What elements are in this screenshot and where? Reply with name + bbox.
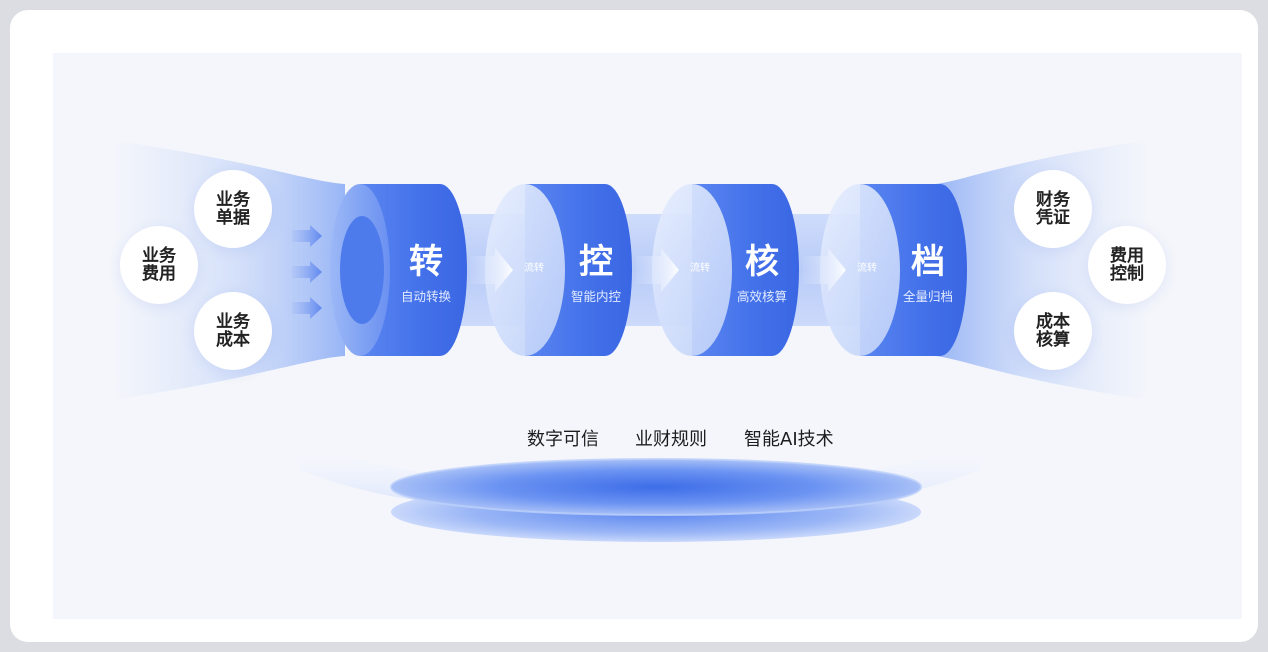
foundation-item-3: 智能AI技术 xyxy=(744,429,834,450)
stage-3-title: 核 xyxy=(745,242,779,282)
left-input-1: 业务单据 xyxy=(194,170,272,248)
right-output-2-label: 费用控制 xyxy=(1110,246,1144,284)
input-arrows xyxy=(292,225,322,319)
cylinder-3 xyxy=(652,184,799,356)
left-input-3-label: 业务成本 xyxy=(216,312,250,350)
right-output-3-label: 成本核算 xyxy=(1036,312,1070,350)
cylinder-1 xyxy=(330,184,467,356)
left-funnel xyxy=(110,140,345,400)
flow-label-3: 流转 xyxy=(857,263,877,274)
left-input-1-label: 业务单据 xyxy=(216,190,250,228)
foundation-disc-top xyxy=(391,459,921,515)
foundation-disc-rim xyxy=(390,458,922,516)
flow-label-1: 流转 xyxy=(524,263,544,274)
left-input-2-label: 业务费用 xyxy=(142,246,176,284)
left-input-3: 业务成本 xyxy=(194,292,272,370)
flow-label-2: 流转 xyxy=(690,263,710,274)
foundation-item-2: 业财规则 xyxy=(635,429,707,450)
cylinder-2 xyxy=(485,184,632,356)
flow-arrow-2 xyxy=(636,248,679,292)
right-output-1-label: 财务凭证 xyxy=(1036,190,1070,228)
right-output-3: 成本核算 xyxy=(1014,292,1092,370)
stage-2-subtitle: 智能内控 xyxy=(570,289,621,304)
flow-arrow-3 xyxy=(803,248,846,292)
flow-arrow-1 xyxy=(470,248,513,292)
stage-1-subtitle: 自动转换 xyxy=(400,289,451,304)
cylinder-4 xyxy=(820,184,967,356)
input-arrow-3 xyxy=(292,297,322,319)
input-arrow-2 xyxy=(292,261,322,283)
foundation-item-1: 数字可信 xyxy=(527,429,599,450)
right-output-2: 费用控制 xyxy=(1088,226,1166,304)
stage-4-subtitle: 全量归档 xyxy=(902,289,953,304)
right-funnel xyxy=(935,140,1150,400)
stage-2-title: 控 xyxy=(579,242,613,282)
stage-3-subtitle: 高效核算 xyxy=(736,289,787,304)
input-arrow-1 xyxy=(292,225,322,247)
left-input-2: 业务费用 xyxy=(120,226,198,304)
right-output-1: 财务凭证 xyxy=(1014,170,1092,248)
stage-4-title: 档 xyxy=(911,242,945,282)
stage-1-title: 转 xyxy=(409,242,443,282)
